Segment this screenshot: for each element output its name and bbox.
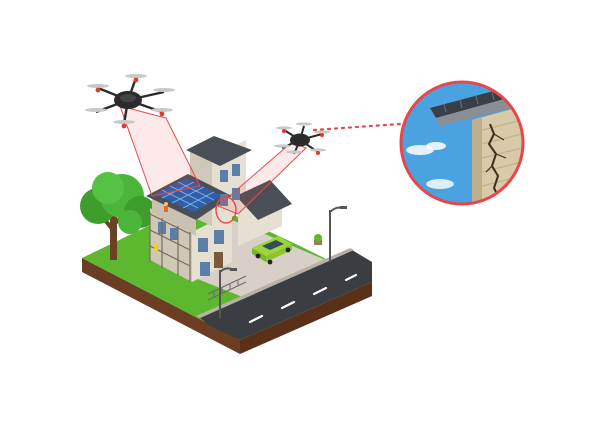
callout-connector	[312, 122, 402, 132]
drone-icon	[85, 74, 175, 129]
drone-icon	[274, 122, 330, 155]
tree-icon	[80, 172, 156, 260]
planter	[314, 240, 322, 245]
garage-roof	[236, 180, 292, 220]
front-door	[214, 252, 223, 268]
crack	[488, 123, 501, 201]
fence	[207, 275, 247, 301]
solar-panel-icon	[154, 178, 222, 212]
street-lamp-icon	[329, 206, 347, 262]
crack-closeup-callout	[399, 80, 525, 206]
house	[146, 136, 292, 282]
car-icon	[252, 236, 292, 265]
street-lamp-icon	[219, 267, 237, 318]
road	[200, 250, 372, 340]
scan-beam	[119, 105, 201, 197]
tower-roof	[186, 136, 252, 166]
scan-target	[215, 196, 237, 224]
